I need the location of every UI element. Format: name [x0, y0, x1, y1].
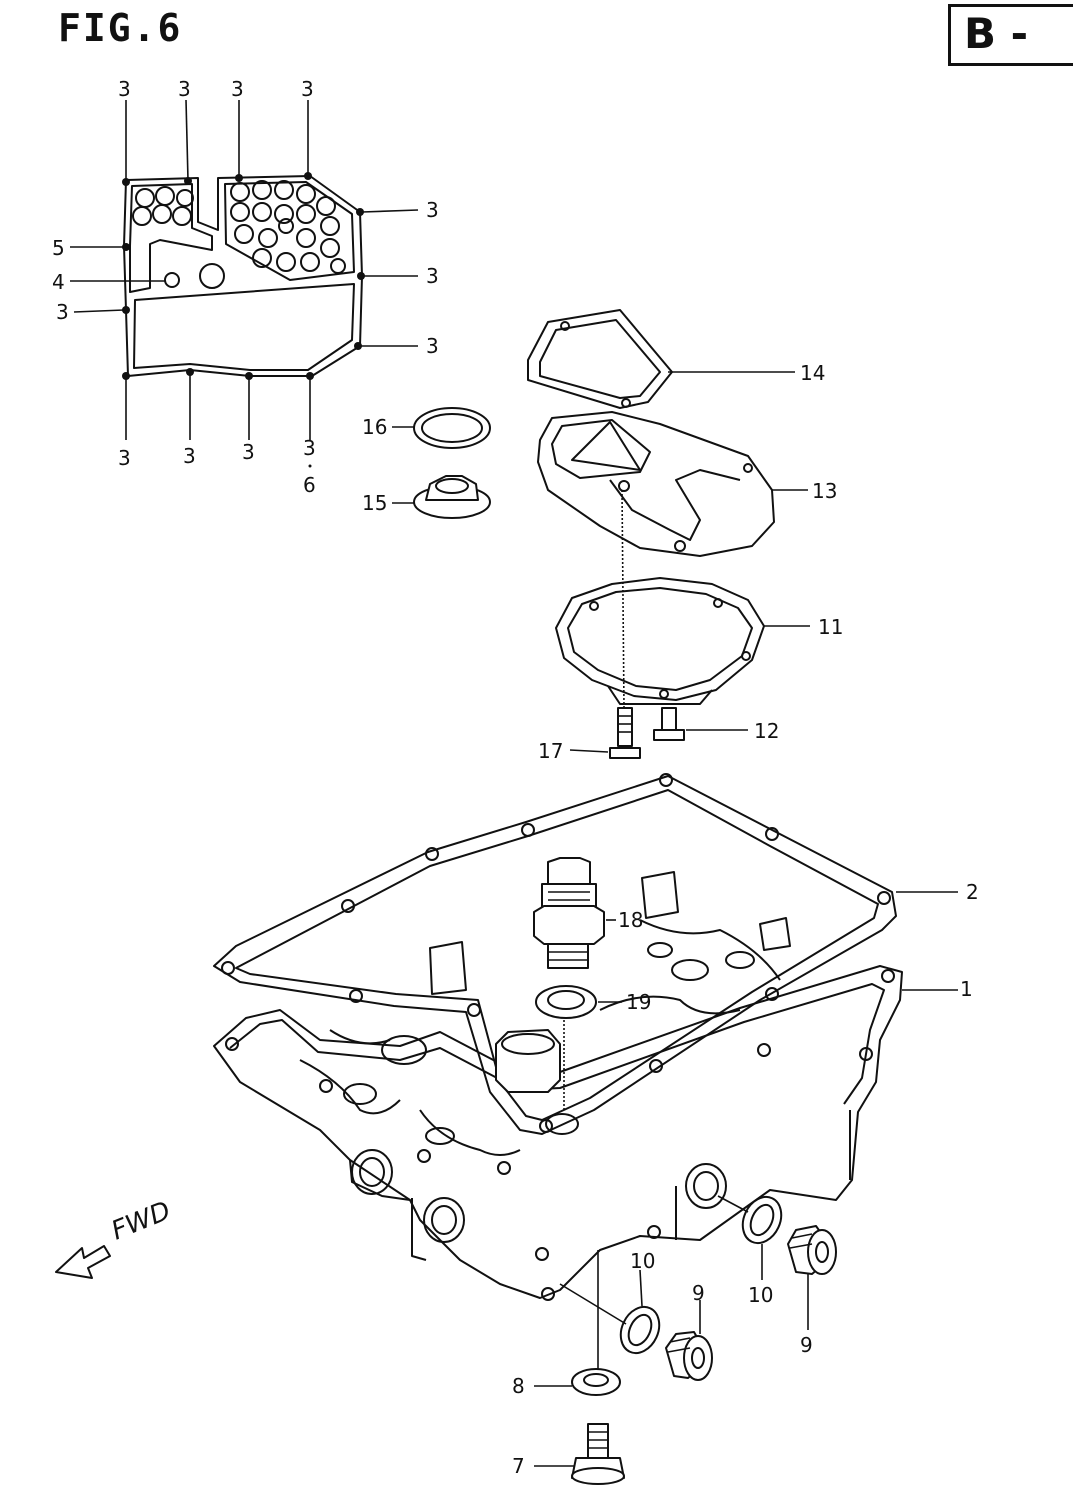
callout-9: 9 — [692, 1281, 705, 1305]
callout-1: 1 — [960, 977, 973, 1001]
part-13-strainer-cover — [537, 411, 808, 557]
callout-3: 3 — [426, 334, 439, 358]
callout-19: 19 — [626, 990, 651, 1014]
section-tag-box — [948, 4, 1073, 66]
part-15-cap — [392, 475, 491, 519]
callout-labels: 3 3 3 3 3 3 3 3 3 3 3 3 5 4 6 14 16 15 1… — [52, 77, 979, 1478]
callout-2: 2 — [966, 880, 979, 904]
forward-direction-arrow — [55, 1245, 111, 1279]
part-17-long-bolt — [569, 489, 641, 759]
callout-10: 10 — [748, 1283, 773, 1307]
callout-3: 3 — [242, 440, 255, 464]
callout-3: 3 — [303, 436, 316, 460]
gasket-bolt-holes — [122, 172, 365, 380]
part-2-oil-pan-gasket — [213, 773, 958, 1135]
part-8-washer — [534, 1250, 621, 1396]
callout-17: 17 — [538, 739, 563, 763]
callout-3: 3 — [118, 446, 131, 470]
part-6-gasket — [122, 172, 365, 380]
part-19-washer — [535, 985, 622, 1110]
callout-10: 10 — [630, 1249, 655, 1273]
part-10-gasket-b — [717, 1195, 783, 1280]
callout-15: 15 — [362, 491, 387, 515]
callout-11: 11 — [818, 615, 843, 639]
callout-3: 3 — [231, 77, 244, 101]
section-tag: B - — [964, 9, 1029, 58]
callout-14: 14 — [800, 361, 825, 385]
callout-18: 18 — [618, 908, 643, 932]
part-11-gasket-ring — [555, 577, 810, 705]
forward-label: FWD — [107, 1196, 175, 1247]
callout-8: 8 — [512, 1374, 525, 1398]
gasket-leader-lines — [70, 99, 419, 468]
part-9-plug-a — [665, 1300, 713, 1381]
oil-pan-flange-holes — [225, 969, 895, 1301]
figure-title: FIG.6 — [58, 6, 183, 50]
callout-3: 3 — [183, 444, 196, 468]
callout-3: 3 — [56, 300, 69, 324]
callout-13: 13 — [812, 479, 837, 503]
callout-16: 16 — [362, 415, 387, 439]
callout-3: 3 — [301, 77, 314, 101]
callout-3: 3 — [178, 77, 191, 101]
part-9-plug-b — [787, 1225, 837, 1330]
callout-5: 5 — [52, 236, 65, 260]
callout-3: 3 — [426, 198, 439, 222]
gasket-2-bolt-holes — [221, 773, 891, 1133]
callout-12: 12 — [754, 719, 779, 743]
callout-4: 4 — [52, 270, 65, 294]
part-12-short-bolt — [653, 707, 748, 741]
part-14-cover-gasket — [527, 309, 795, 409]
part-7-drain-bolt — [534, 1423, 625, 1485]
part-16-o-ring — [392, 407, 491, 449]
callout-3: 3 — [118, 77, 131, 101]
callout-6: 6 — [303, 473, 316, 497]
oil-screen-mesh — [132, 180, 346, 274]
callout-3: 3 — [426, 264, 439, 288]
callout-9: 9 — [800, 1333, 813, 1357]
part-10-gasket-a — [559, 1269, 661, 1355]
callout-7: 7 — [512, 1454, 525, 1478]
part-18-pressure-switch — [533, 857, 616, 969]
part-1-oil-pan — [213, 871, 958, 1301]
